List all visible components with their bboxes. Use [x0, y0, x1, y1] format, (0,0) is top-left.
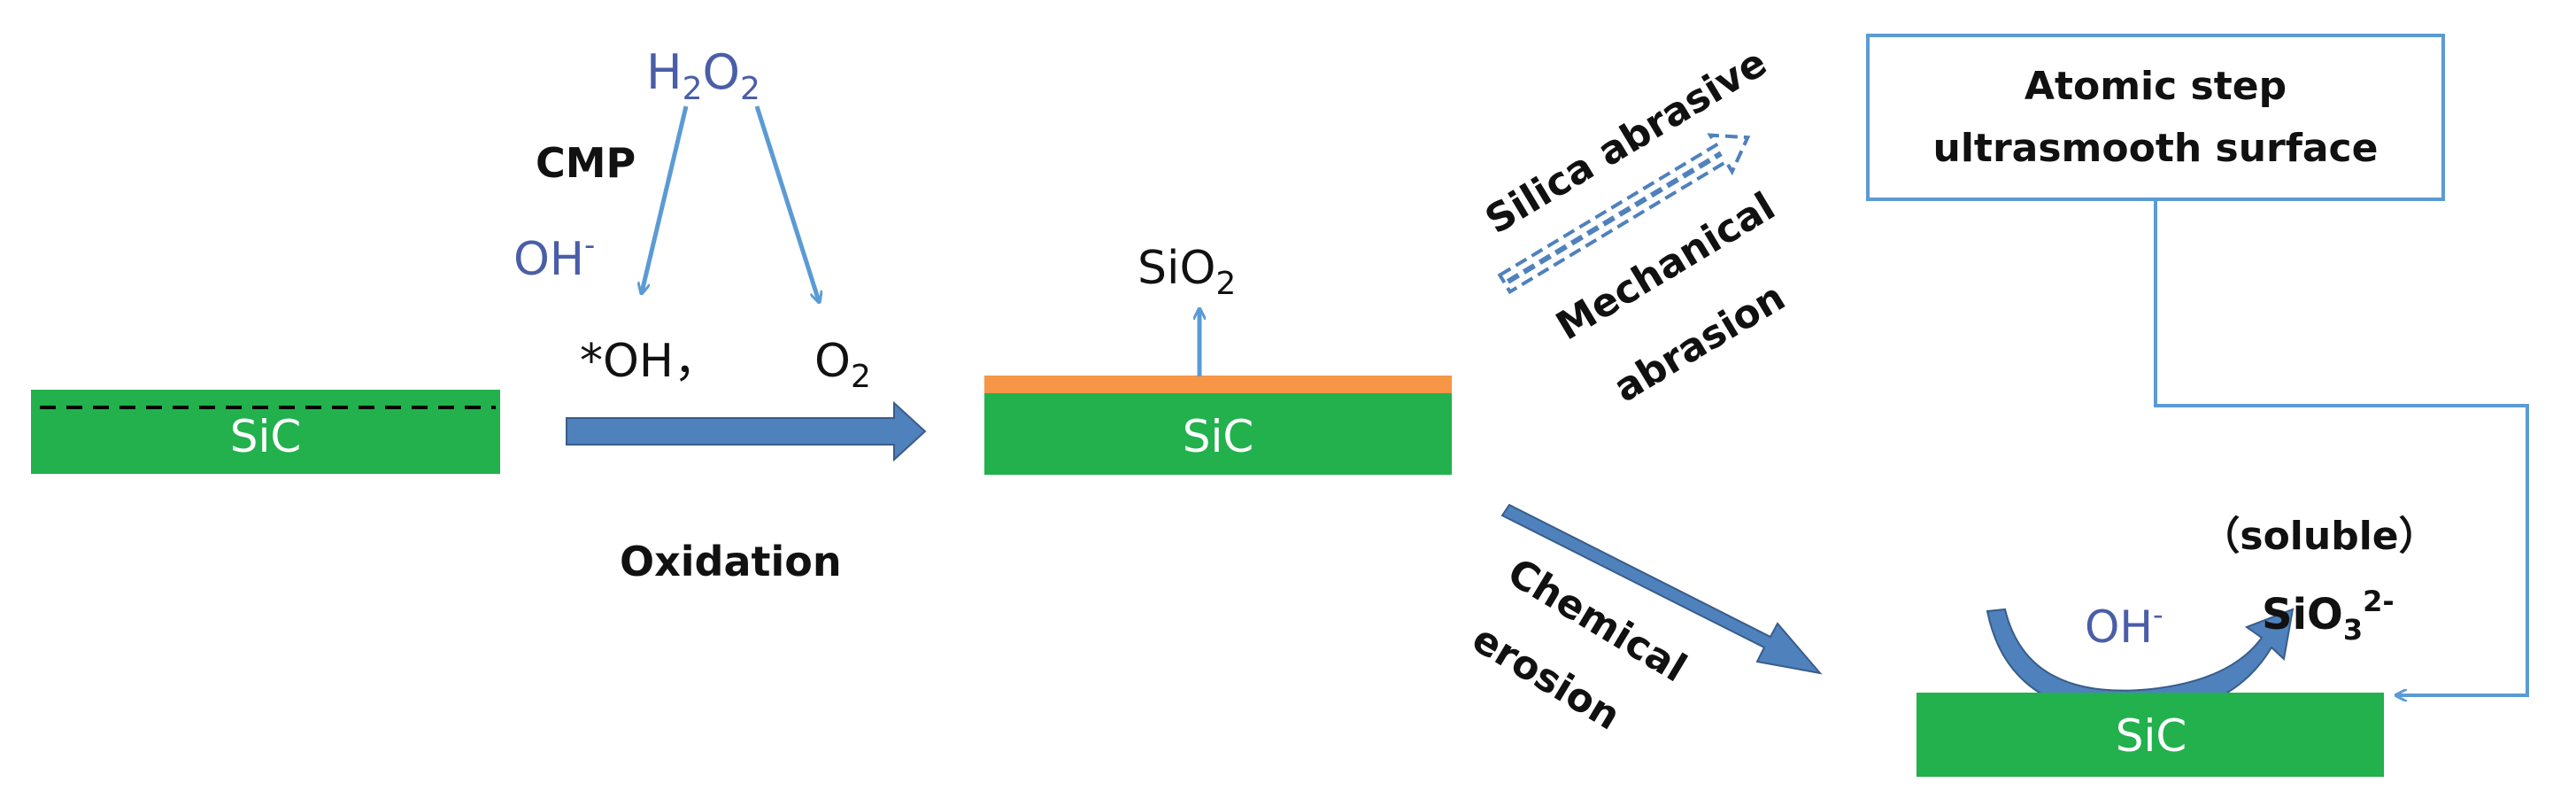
substrate-middle-label: SiC	[1183, 411, 1254, 462]
substrate-right-bar	[1917, 693, 2384, 777]
h2o2-to-o2-arrow	[754, 105, 819, 301]
oxidation-label: Oxidation	[620, 538, 842, 585]
silica-abrasive-arrow	[1497, 133, 1751, 295]
substrate-left-label: SiC	[230, 411, 302, 462]
substrate-middle-bar	[984, 393, 1452, 475]
radical-label: *OH，	[580, 335, 720, 388]
oh-minus-label: OH-	[513, 228, 595, 286]
substrate-right-label: SiC	[2116, 710, 2187, 762]
substrate-right: （soluble） OH- SiO32- SiC	[1917, 514, 2438, 777]
oxidation-stage: H2O2 CMP OH- *OH， O2 Oxidation	[513, 44, 927, 585]
o2-label: O2	[814, 335, 871, 395]
substrate-left: SiC	[31, 390, 500, 474]
mechanical-path: Silica abrasive Mechanical abrasion	[1477, 40, 1793, 411]
chemical-erosion-arrow	[1500, 503, 1823, 675]
substrate-left-bar	[31, 390, 500, 474]
result-connector-line	[2154, 199, 2529, 695]
sio2-label: SiO2	[1138, 242, 1236, 302]
h2o2-to-radical-arrow	[642, 105, 689, 292]
substrate-middle: SiC SiO2	[984, 242, 1452, 475]
h2o2-label: H2O2	[646, 44, 760, 107]
result-box-line1: Atomic step	[2025, 64, 2287, 109]
result-box-frame	[1866, 34, 2445, 201]
result-box-line2: ultrasmooth surface	[1933, 126, 2379, 171]
chemical-path: Chemical erosion	[1464, 503, 1823, 740]
oxidation-arrow	[566, 400, 927, 462]
result-box: Atomic step ultrasmooth surface	[1866, 34, 2529, 695]
soluble-label: （soluble）	[2201, 514, 2437, 559]
cmp-label: CMP	[536, 139, 636, 187]
oh-minus-dissolution-label: OH-	[2085, 598, 2163, 653]
sio3-label: SiO32-	[2262, 585, 2395, 647]
oxide-layer	[984, 376, 1452, 393]
